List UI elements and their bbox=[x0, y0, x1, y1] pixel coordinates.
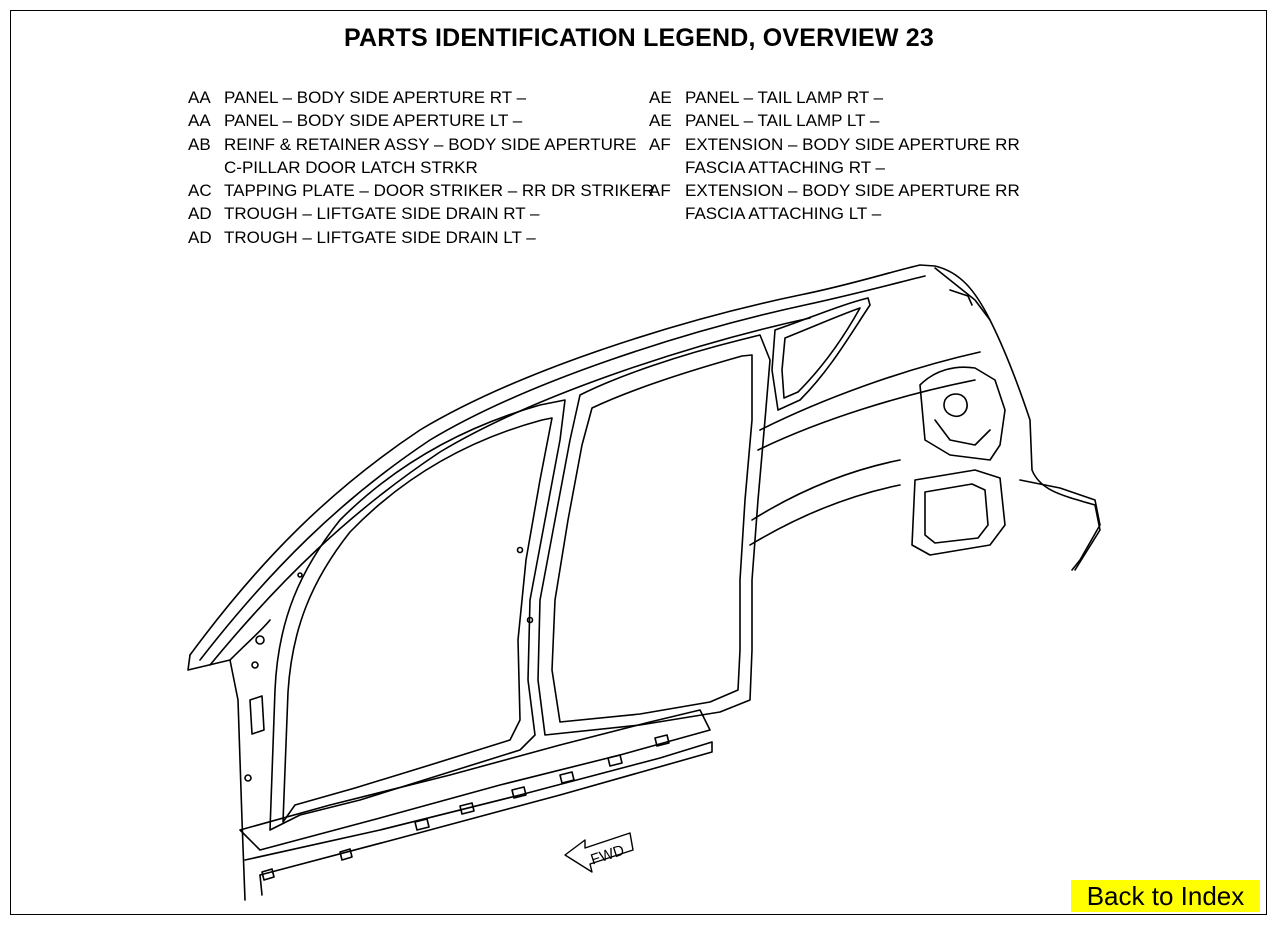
fwd-arrow-icon bbox=[564, 832, 634, 873]
legend-entry: AF EXTENSION – BODY SIDE APERTURE RR FASCI… bbox=[649, 179, 1020, 226]
sill-tab-8 bbox=[654, 734, 670, 747]
legend-description-line: REINF & RETAINER ASSY – BODY SIDE APERTU… bbox=[224, 134, 637, 154]
legend-entry: AA PANEL – BODY SIDE APERTURE RT – bbox=[188, 86, 654, 109]
quarter-window-inner bbox=[781, 307, 861, 399]
legend-description-line: TROUGH – LIFTGATE SIDE DRAIN LT – bbox=[224, 227, 536, 247]
legend-description: PANEL – TAIL LAMP RT – bbox=[685, 86, 883, 109]
sill-tab-1 bbox=[261, 868, 275, 881]
legend-description: TAPPING PLATE – DOOR STRIKER – RR DR STR… bbox=[224, 179, 654, 202]
legend-entry: AF EXTENSION – BODY SIDE APERTURE RR FASCI… bbox=[649, 133, 1020, 180]
roof-rail-outline bbox=[189, 264, 1101, 656]
quarter-window bbox=[771, 297, 871, 411]
legend-entry: AE PANEL – TAIL LAMP LT – bbox=[649, 109, 1020, 132]
sill-tab-3 bbox=[414, 818, 430, 831]
page-title: PARTS IDENTIFICATION LEGEND, OVERVIEW 23 bbox=[343, 24, 934, 52]
legend-code: AF bbox=[649, 181, 671, 201]
legend-code: AD bbox=[188, 204, 212, 224]
roof-rail-inner-2 bbox=[209, 317, 811, 666]
hole-4 bbox=[516, 546, 524, 554]
page-frame bbox=[10, 10, 1267, 915]
legend-entry: AA PANEL – BODY SIDE APERTURE LT – bbox=[188, 109, 654, 132]
legend-code: AA bbox=[188, 88, 211, 107]
a-pillar-outline bbox=[187, 654, 246, 901]
liftgate-trough bbox=[934, 267, 991, 321]
legend-description: EXTENSION – BODY SIDE APERTURE RR FASCIA … bbox=[685, 133, 1020, 180]
quarter-lower-2 bbox=[749, 484, 901, 546]
front-door-opening bbox=[269, 399, 566, 831]
rocker-sill bbox=[239, 709, 711, 851]
legend-description-line: PANEL – BODY SIDE APERTURE RT – bbox=[224, 88, 527, 107]
fwd-label: FWD bbox=[589, 842, 627, 869]
legend-column-right: AE PANEL – TAIL LAMP RT – AE PANEL – TAIL L… bbox=[649, 86, 1020, 226]
legend-description: TROUGH – LIFTGATE SIDE DRAIN LT – bbox=[224, 226, 536, 249]
tail-lamp-hole bbox=[943, 393, 968, 418]
legend-code: AD bbox=[188, 227, 212, 247]
hole-6 bbox=[297, 572, 303, 578]
sill-tab-2 bbox=[339, 848, 353, 861]
legend-entry: AD TROUGH – LIFTGATE SIDE DRAIN RT – bbox=[188, 202, 654, 225]
legend-description: TROUGH – LIFTGATE SIDE DRAIN RT – bbox=[224, 202, 540, 225]
rocker-sill-bottom bbox=[259, 874, 263, 896]
fascia-extension-flange bbox=[1019, 479, 1101, 571]
a-pillar-inner bbox=[229, 619, 271, 661]
legend-description: PANEL – BODY SIDE APERTURE RT – bbox=[224, 86, 526, 109]
legend-description: REINF & RETAINER ASSY – BODY SIDE APERTU… bbox=[224, 133, 637, 180]
quarter-lower bbox=[751, 459, 901, 521]
rear-door-opening-inner bbox=[551, 354, 753, 723]
legend-description-line: EXTENSION – BODY SIDE APERTURE RR bbox=[685, 181, 1020, 201]
legend-description-line: PANEL – TAIL LAMP LT – bbox=[685, 111, 880, 131]
fascia-extension bbox=[911, 469, 1006, 556]
hole-2 bbox=[251, 661, 259, 669]
body-side-aperture-drawing: FWD bbox=[187, 264, 1101, 901]
front-door-opening-inner bbox=[282, 417, 553, 823]
sill-tab-5 bbox=[511, 786, 527, 799]
roof-rail-inner-1 bbox=[199, 275, 926, 661]
sill-tab-7 bbox=[607, 754, 623, 767]
legend-description: EXTENSION – BODY SIDE APERTURE RR FASCIA … bbox=[685, 179, 1020, 226]
quarter-belt-line bbox=[759, 351, 981, 431]
legend-code: AE bbox=[649, 111, 672, 131]
sill-tab-6 bbox=[559, 771, 575, 784]
legend-description-line: TAPPING PLATE – DOOR STRIKER – RR DR STR… bbox=[224, 181, 655, 201]
slot-1 bbox=[249, 695, 265, 735]
legend-description-line: TROUGH – LIFTGATE SIDE DRAIN RT – bbox=[224, 204, 540, 224]
legend-code: AA bbox=[188, 111, 211, 131]
legend-code: AC bbox=[188, 181, 212, 201]
legend-entry: AD TROUGH – LIFTGATE SIDE DRAIN LT – bbox=[188, 226, 654, 249]
tail-lamp-inner bbox=[934, 419, 991, 446]
legend-description-line: PANEL – TAIL LAMP RT – bbox=[685, 88, 884, 107]
legend-entry: AB REINF & RETAINER ASSY – BODY SIDE APER… bbox=[188, 133, 654, 180]
fascia-extension-recess bbox=[924, 483, 989, 544]
back-to-index-button[interactable]: Back to Index bbox=[1071, 880, 1260, 912]
legend-column-left: AA PANEL – BODY SIDE APERTURE RT – AA PANEL… bbox=[188, 86, 654, 249]
legend-entry: AC TAPPING PLATE – DOOR STRIKER – RR DR S… bbox=[188, 179, 654, 202]
legend-description-line: C-PILLAR DOOR LATCH STRKR bbox=[224, 157, 478, 177]
hole-5 bbox=[526, 616, 534, 624]
legend-description: PANEL – BODY SIDE APERTURE LT – bbox=[224, 109, 522, 132]
legend-code: AF bbox=[649, 134, 671, 154]
hole-1 bbox=[255, 635, 265, 645]
tail-lamp-pocket bbox=[919, 366, 1006, 461]
legend-code: AE bbox=[649, 88, 672, 107]
sill-tab-4 bbox=[459, 802, 475, 815]
legend-description-line: EXTENSION – BODY SIDE APERTURE RR bbox=[685, 134, 1020, 154]
legend-description-line: FASCIA ATTACHING RT – bbox=[685, 157, 885, 177]
legend-description-line: PANEL – BODY SIDE APERTURE LT – bbox=[224, 111, 523, 131]
quarter-belt-line-2 bbox=[757, 379, 976, 451]
rear-door-opening bbox=[537, 334, 771, 736]
hole-3 bbox=[244, 774, 252, 782]
legend-entry: AE PANEL – TAIL LAMP RT – bbox=[649, 86, 1020, 109]
legend-description: PANEL – TAIL LAMP LT – bbox=[685, 109, 879, 132]
legend-code: AB bbox=[188, 134, 211, 154]
legend-description-line: FASCIA ATTACHING LT – bbox=[685, 204, 882, 224]
